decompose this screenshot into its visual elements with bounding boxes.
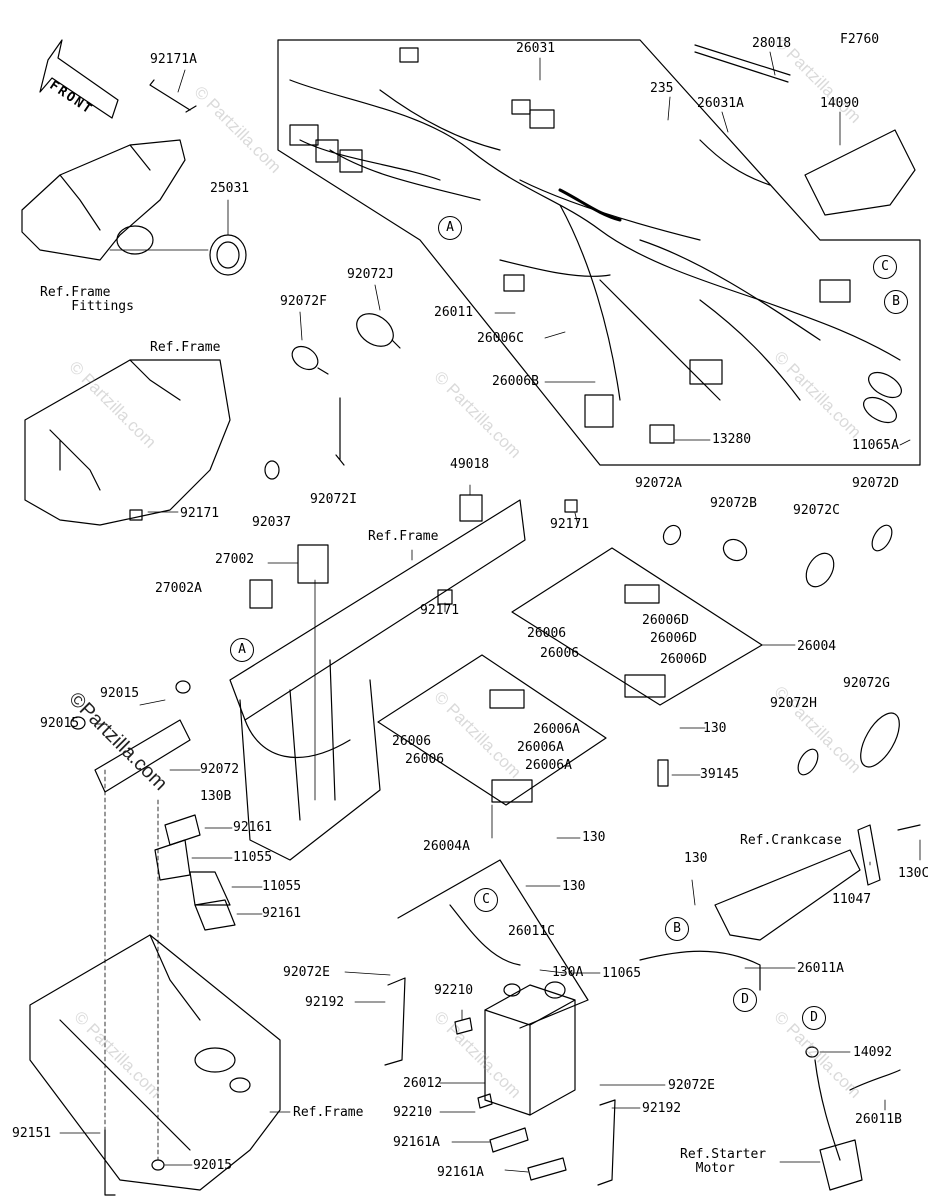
ref-label: Ref.Frame Fittings bbox=[40, 285, 134, 314]
ref-label: Ref.Frame bbox=[293, 1105, 364, 1120]
part-label: 26031A bbox=[697, 96, 744, 111]
part-label: 11055 bbox=[262, 879, 302, 894]
part-label: 26011 bbox=[434, 305, 474, 320]
part-label: 92151 bbox=[12, 1126, 52, 1141]
harness-box-outline bbox=[277, 39, 921, 466]
part-label: 26006D bbox=[660, 652, 707, 667]
ref-label: Ref.Crankcase bbox=[740, 833, 842, 848]
part-label: 26006A bbox=[525, 758, 572, 773]
part-label: 92072H bbox=[770, 696, 817, 711]
part-label: 13280 bbox=[712, 432, 752, 447]
part-label: 130 bbox=[703, 721, 727, 736]
part-label: 130 bbox=[582, 830, 606, 845]
part-label: 26011B bbox=[855, 1112, 902, 1127]
part-label: 92161A bbox=[393, 1135, 440, 1150]
part-label: 130C bbox=[898, 866, 928, 881]
part-label: 130 bbox=[562, 879, 586, 894]
part-label: 14092 bbox=[853, 1045, 893, 1060]
part-label: 26011A bbox=[797, 961, 844, 976]
part-label: 92210 bbox=[434, 983, 474, 998]
battery-box-outline bbox=[397, 859, 589, 1029]
part-label: 26006 bbox=[392, 734, 432, 749]
figure-id: F2760 bbox=[840, 32, 880, 47]
fuse-box-outline-26004A bbox=[377, 654, 607, 806]
part-label: 92072J bbox=[347, 267, 394, 282]
part-label: 130A bbox=[552, 965, 584, 980]
part-label: 27002A bbox=[155, 581, 202, 596]
part-label: 130B bbox=[200, 789, 232, 804]
part-label: 28018 bbox=[752, 36, 792, 51]
part-label: 92171 bbox=[550, 517, 590, 532]
part-label: 92072I bbox=[310, 492, 357, 507]
part-label: 92171A bbox=[150, 52, 197, 67]
ref-label: Ref.Starter Motor bbox=[680, 1147, 767, 1176]
part-label: 26006 bbox=[527, 626, 567, 641]
part-label: 11047 bbox=[832, 892, 872, 907]
part-label: 92072C bbox=[793, 503, 840, 518]
part-label: 39145 bbox=[700, 767, 740, 782]
callout-c: C bbox=[474, 888, 498, 912]
part-label: 26006 bbox=[405, 752, 445, 767]
callout-a: A bbox=[230, 638, 254, 662]
part-label: 11065 bbox=[602, 966, 642, 981]
part-label: 26006A bbox=[533, 722, 580, 737]
part-label: 26011C bbox=[508, 924, 555, 939]
callout-b: B bbox=[665, 917, 689, 941]
part-label: 92161A bbox=[437, 1165, 484, 1180]
part-label: 92015 bbox=[193, 1158, 233, 1173]
part-label: 92171 bbox=[420, 603, 460, 618]
part-label: 26031 bbox=[516, 41, 556, 56]
part-label: 49018 bbox=[450, 457, 490, 472]
part-label: 26004A bbox=[423, 839, 470, 854]
part-label: 27002 bbox=[215, 552, 255, 567]
part-label: 92072E bbox=[668, 1078, 715, 1093]
part-label: 26004 bbox=[797, 639, 837, 654]
part-label: 26006C bbox=[477, 331, 524, 346]
part-label: 92161 bbox=[262, 906, 302, 921]
part-label: 26006 bbox=[540, 646, 580, 661]
part-label: 92072D bbox=[852, 476, 899, 491]
part-label: 92192 bbox=[305, 995, 345, 1010]
part-label: 130 bbox=[684, 851, 708, 866]
part-label: 25031 bbox=[210, 181, 250, 196]
part-label: 92072 bbox=[200, 762, 240, 777]
callout-c: C bbox=[873, 255, 897, 279]
part-label: 92015 bbox=[100, 686, 140, 701]
callout-a: A bbox=[438, 216, 462, 240]
callout-d: D bbox=[733, 988, 757, 1012]
part-label: 26006A bbox=[517, 740, 564, 755]
part-label: 92037 bbox=[252, 515, 292, 530]
part-label: 92192 bbox=[642, 1101, 682, 1116]
part-label: 26006D bbox=[642, 613, 689, 628]
part-label: 11065A bbox=[852, 438, 899, 453]
part-label: 92072F bbox=[280, 294, 327, 309]
part-label: 92015 bbox=[40, 716, 80, 731]
ref-label: Ref.Frame bbox=[150, 340, 221, 355]
part-label: 92210 bbox=[393, 1105, 433, 1120]
part-label: 26006D bbox=[650, 631, 697, 646]
part-label: 26012 bbox=[403, 1076, 443, 1091]
callout-b: B bbox=[884, 290, 908, 314]
part-label: 92161 bbox=[233, 820, 273, 835]
callout-d: D bbox=[802, 1006, 826, 1030]
part-label: 235 bbox=[650, 81, 674, 96]
part-label: 14090 bbox=[820, 96, 860, 111]
part-label: 11055 bbox=[233, 850, 273, 865]
part-label: 26006B bbox=[492, 374, 539, 389]
part-label: 92072G bbox=[843, 676, 890, 691]
part-label: 92072B bbox=[710, 496, 757, 511]
part-label: 92072A bbox=[635, 476, 682, 491]
part-label: 92072E bbox=[283, 965, 330, 980]
part-label: 92171 bbox=[180, 506, 220, 521]
front-arrow-shape bbox=[39, 39, 119, 119]
ref-label: Ref.Frame bbox=[368, 529, 439, 544]
